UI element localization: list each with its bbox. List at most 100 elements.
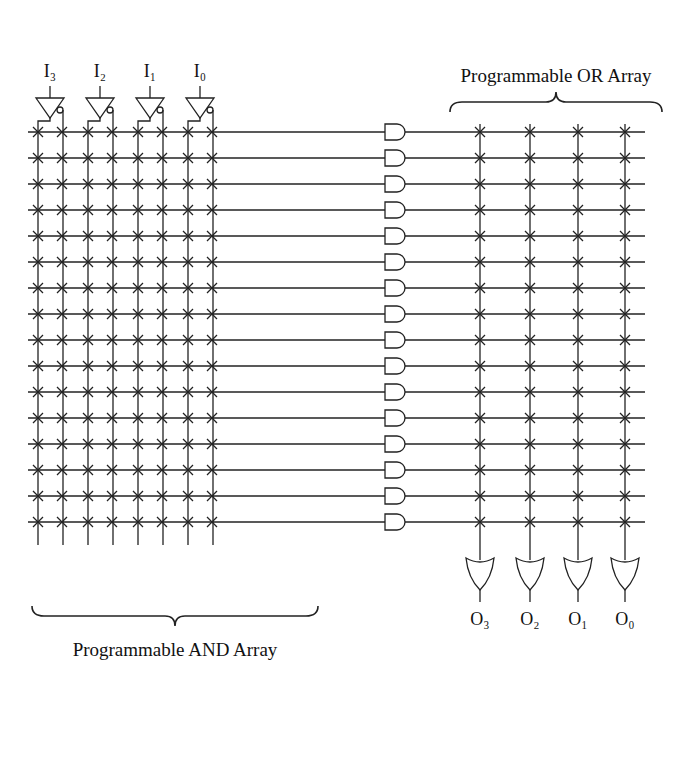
gate-output-line xyxy=(405,469,645,470)
fuse-cross xyxy=(157,387,167,397)
gate-output-line xyxy=(405,365,645,366)
fuse-cross xyxy=(57,361,67,371)
fuse-cross xyxy=(573,517,583,527)
or-array-brace xyxy=(450,92,662,112)
fuse-cross xyxy=(207,517,217,527)
gate-output-line xyxy=(405,391,645,392)
and-gate xyxy=(385,410,405,426)
fuse-cross xyxy=(57,257,67,267)
and-array-brace xyxy=(32,606,318,626)
and-gate xyxy=(385,358,405,374)
fuse-cross xyxy=(33,413,43,423)
fuse-cross xyxy=(475,439,485,449)
and-gate xyxy=(385,176,405,192)
fuse-cross xyxy=(620,309,630,319)
fuse-cross xyxy=(157,335,167,345)
fuse-cross xyxy=(133,127,143,137)
product-line xyxy=(28,339,385,340)
fuse-cross xyxy=(475,387,485,397)
product-line xyxy=(28,469,385,470)
fuse-cross xyxy=(620,231,630,241)
and-gate xyxy=(385,280,405,296)
fuse-cross xyxy=(157,153,167,163)
array-label: Programmable AND Array xyxy=(73,640,278,661)
fuse-cross xyxy=(183,439,193,449)
fuse-cross xyxy=(57,231,67,241)
fuse-cross xyxy=(207,153,217,163)
fuse-cross xyxy=(107,335,117,345)
product-line xyxy=(28,443,385,444)
fuse-cross xyxy=(573,205,583,215)
fuse-cross xyxy=(33,309,43,319)
fuse-cross xyxy=(475,361,485,371)
fuse-cross xyxy=(157,439,167,449)
and-gate xyxy=(385,462,405,478)
fuse-cross xyxy=(207,205,217,215)
fuse-cross xyxy=(83,231,93,241)
fuse-cross xyxy=(157,231,167,241)
or-gate xyxy=(564,558,592,590)
fuse-cross xyxy=(475,127,485,137)
input-label: I₁ xyxy=(144,62,156,82)
fuse-cross xyxy=(620,283,630,293)
fuse-cross xyxy=(57,283,67,293)
fuse-cross xyxy=(475,491,485,501)
gate-output-line xyxy=(405,183,645,184)
fuse-cross xyxy=(107,231,117,241)
fuse-cross xyxy=(57,439,67,449)
fuse-cross xyxy=(57,205,67,215)
input-wire xyxy=(199,86,200,98)
fuse-cross xyxy=(107,517,117,527)
fuse-cross xyxy=(475,309,485,319)
fuse-cross xyxy=(573,387,583,397)
fuse-cross xyxy=(573,283,583,293)
fuse-cross xyxy=(157,517,167,527)
product-line xyxy=(28,209,385,210)
fuse-cross xyxy=(525,257,535,267)
complement-line xyxy=(112,110,113,545)
fuse-cross xyxy=(157,127,167,137)
fuse-cross xyxy=(107,309,117,319)
inverter-bubble xyxy=(107,107,113,113)
fuse-cross xyxy=(183,257,193,267)
fuse-cross xyxy=(33,283,43,293)
fuse-cross xyxy=(133,361,143,371)
fuse-cross xyxy=(57,179,67,189)
product-line xyxy=(28,495,385,496)
fuse-cross xyxy=(525,335,535,345)
fuse-cross xyxy=(133,439,143,449)
gate-output-line xyxy=(405,495,645,496)
fuse-cross xyxy=(107,127,117,137)
fuse-cross xyxy=(207,439,217,449)
or-column xyxy=(479,124,480,560)
input-label: I₃ xyxy=(44,62,56,82)
fuse-cross xyxy=(157,309,167,319)
fuse-cross xyxy=(620,257,630,267)
fuse-cross xyxy=(133,335,143,345)
fuse-cross xyxy=(475,335,485,345)
product-line xyxy=(28,417,385,418)
product-line xyxy=(28,365,385,366)
product-line xyxy=(28,313,385,314)
fuse-cross xyxy=(33,205,43,215)
fuse-cross xyxy=(133,257,143,267)
fuse-cross xyxy=(107,179,117,189)
fuse-cross xyxy=(83,257,93,267)
fuse-cross xyxy=(207,387,217,397)
array-label: Programmable OR Array xyxy=(460,66,651,87)
and-gate xyxy=(385,488,405,504)
fuse-cross xyxy=(133,413,143,423)
fuse-cross xyxy=(157,205,167,215)
input-label: I₂ xyxy=(94,62,106,82)
gate-output-line xyxy=(405,235,645,236)
fuse-cross xyxy=(33,517,43,527)
fuse-cross xyxy=(620,387,630,397)
fuse-cross xyxy=(33,335,43,345)
fuse-cross xyxy=(57,127,67,137)
and-gate xyxy=(385,202,405,218)
fuse-cross xyxy=(620,439,630,449)
fuse-cross xyxy=(620,517,630,527)
fuse-cross xyxy=(620,413,630,423)
fuse-cross xyxy=(207,465,217,475)
